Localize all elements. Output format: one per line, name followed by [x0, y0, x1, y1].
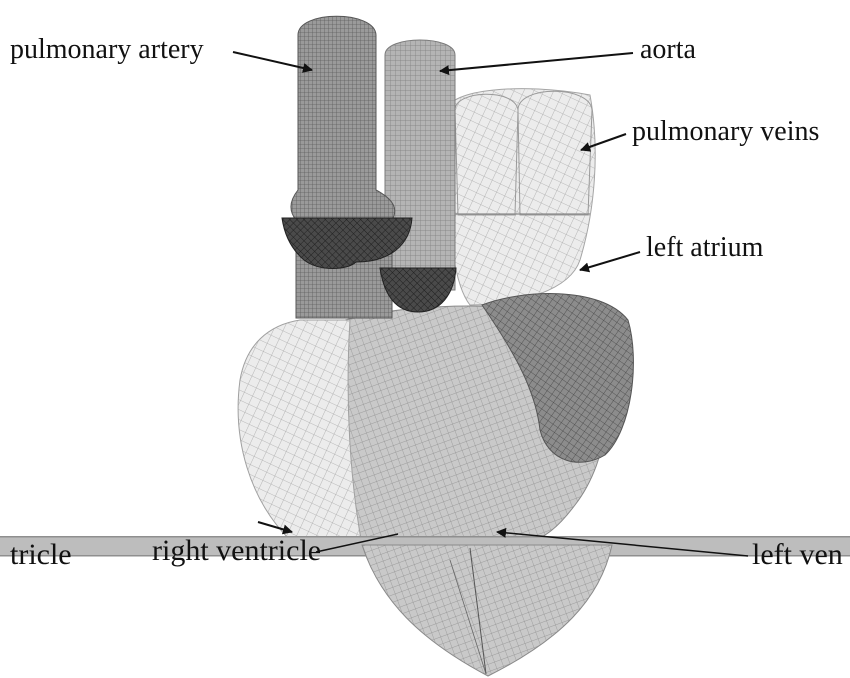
- label-right-ventricle: right ventricle: [152, 536, 321, 566]
- arrow-left-atrium: [580, 252, 640, 270]
- label-aorta: aorta: [640, 36, 696, 64]
- pulmonary-vein-2: [518, 91, 592, 215]
- apex-shape: [362, 545, 612, 676]
- aorta-tube: [385, 40, 455, 290]
- right-ventricle-shape: [238, 320, 362, 545]
- label-pulmonary-artery: pulmonary artery: [10, 36, 204, 64]
- pulmonary-vein-1: [455, 94, 518, 215]
- label-left-atrium: left atrium: [646, 234, 763, 262]
- pulmonary-artery-tube: [291, 16, 395, 318]
- arrow-aorta: [440, 53, 633, 71]
- label-left-ven-fragment: left ven: [752, 540, 843, 570]
- label-pulmonary-veins: pulmonary veins: [632, 118, 819, 146]
- label-tricle-fragment: tricle: [10, 540, 72, 570]
